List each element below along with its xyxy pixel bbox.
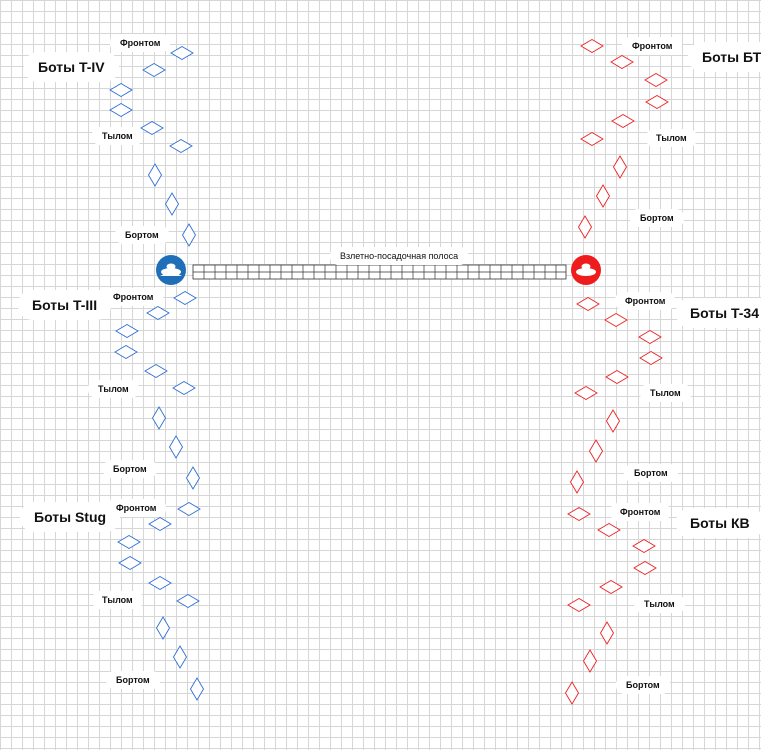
- left-marker-12: [115, 323, 139, 339]
- bt-side-label: Бортом: [630, 209, 684, 227]
- right-marker-15: [574, 385, 598, 401]
- left-marker-5: [140, 120, 164, 136]
- t3-rear-label: Тылом: [88, 380, 139, 398]
- right-marker-10: [576, 296, 600, 312]
- right-marker-1: [580, 38, 604, 54]
- right-marker-8: [595, 184, 611, 208]
- right-marker-25: [599, 621, 615, 645]
- right-marker-2: [610, 54, 634, 70]
- right-marker-4: [645, 94, 669, 110]
- t34-front-label: Фронтом: [615, 292, 676, 310]
- left-marker-6: [169, 138, 193, 154]
- group-title-stug: Боты Stug: [20, 502, 121, 532]
- left-marker-9: [181, 223, 197, 247]
- right-marker-13: [639, 350, 663, 366]
- right-marker-14: [605, 369, 629, 385]
- kv-rear-label: Тылом: [634, 595, 685, 613]
- right-marker-3: [644, 72, 668, 88]
- stug-side-label: Бортом: [106, 671, 160, 689]
- group-title-t3: Боты T-III: [18, 290, 112, 320]
- right-marker-24: [567, 597, 591, 613]
- group-title-kv: Боты КВ: [676, 508, 761, 538]
- left-marker-19: [177, 501, 201, 517]
- left-marker-27: [189, 677, 205, 701]
- left-marker-21: [117, 534, 141, 550]
- left-marker-13: [114, 344, 138, 360]
- kv-front-label: Фронтом: [610, 503, 671, 521]
- left-marker-2: [142, 62, 166, 78]
- t34-rear-label: Тылом: [640, 384, 691, 402]
- left-marker-8: [164, 192, 180, 216]
- t4-front-label: Фронтом: [110, 34, 171, 52]
- bt-rear-label: Тылом: [646, 129, 697, 147]
- left-marker-10: [173, 290, 197, 306]
- left-hub-icon: [156, 255, 186, 285]
- left-marker-26: [172, 645, 188, 669]
- group-title-bt: Боты БТ: [688, 42, 761, 72]
- right-marker-7: [612, 155, 628, 179]
- left-marker-3: [109, 82, 133, 98]
- left-marker-11: [146, 305, 170, 321]
- right-marker-27: [564, 681, 580, 705]
- right-marker-11: [604, 312, 628, 328]
- left-marker-17: [168, 435, 184, 459]
- right-marker-17: [588, 439, 604, 463]
- t34-side-label: Бортом: [624, 464, 678, 482]
- t4-rear-label: Тылом: [92, 127, 143, 145]
- stug-rear-label: Тылом: [92, 591, 143, 609]
- left-marker-18: [185, 466, 201, 490]
- left-marker-4: [109, 102, 133, 118]
- right-marker-9: [577, 215, 593, 239]
- right-marker-16: [605, 409, 621, 433]
- runway-label: Взлетно-посадочная полоса: [330, 247, 469, 265]
- kv-side-label: Бортом: [616, 676, 670, 694]
- left-marker-22: [118, 555, 142, 571]
- left-marker-23: [148, 575, 172, 591]
- right-marker-21: [632, 538, 656, 554]
- group-title-t34: Боты T-34: [676, 298, 761, 328]
- left-marker-15: [172, 380, 196, 396]
- right-marker-26: [582, 649, 598, 673]
- t3-front-label: Фронтом: [103, 288, 164, 306]
- right-marker-12: [638, 329, 662, 345]
- left-marker-25: [155, 616, 171, 640]
- left-marker-20: [148, 516, 172, 532]
- right-marker-22: [633, 560, 657, 576]
- stug-front-label: Фронтом: [106, 499, 167, 517]
- left-marker-1: [170, 45, 194, 61]
- right-marker-5: [611, 113, 635, 129]
- left-marker-24: [176, 593, 200, 609]
- right-marker-20: [597, 522, 621, 538]
- t4-side-label: Бортом: [115, 226, 169, 244]
- right-marker-19: [567, 506, 591, 522]
- left-marker-16: [151, 406, 167, 430]
- right-marker-23: [599, 579, 623, 595]
- right-marker-6: [580, 131, 604, 147]
- left-marker-14: [144, 363, 168, 379]
- runway-strip: [192, 264, 567, 280]
- right-hub-icon: [571, 255, 601, 285]
- group-title-t4: Боты T-IV: [24, 52, 119, 82]
- waypoint-markers: [109, 38, 669, 705]
- left-marker-7: [147, 163, 163, 187]
- bt-front-label: Фронтом: [622, 37, 683, 55]
- t3-side-label: Бортом: [103, 460, 157, 478]
- right-marker-18: [569, 470, 585, 494]
